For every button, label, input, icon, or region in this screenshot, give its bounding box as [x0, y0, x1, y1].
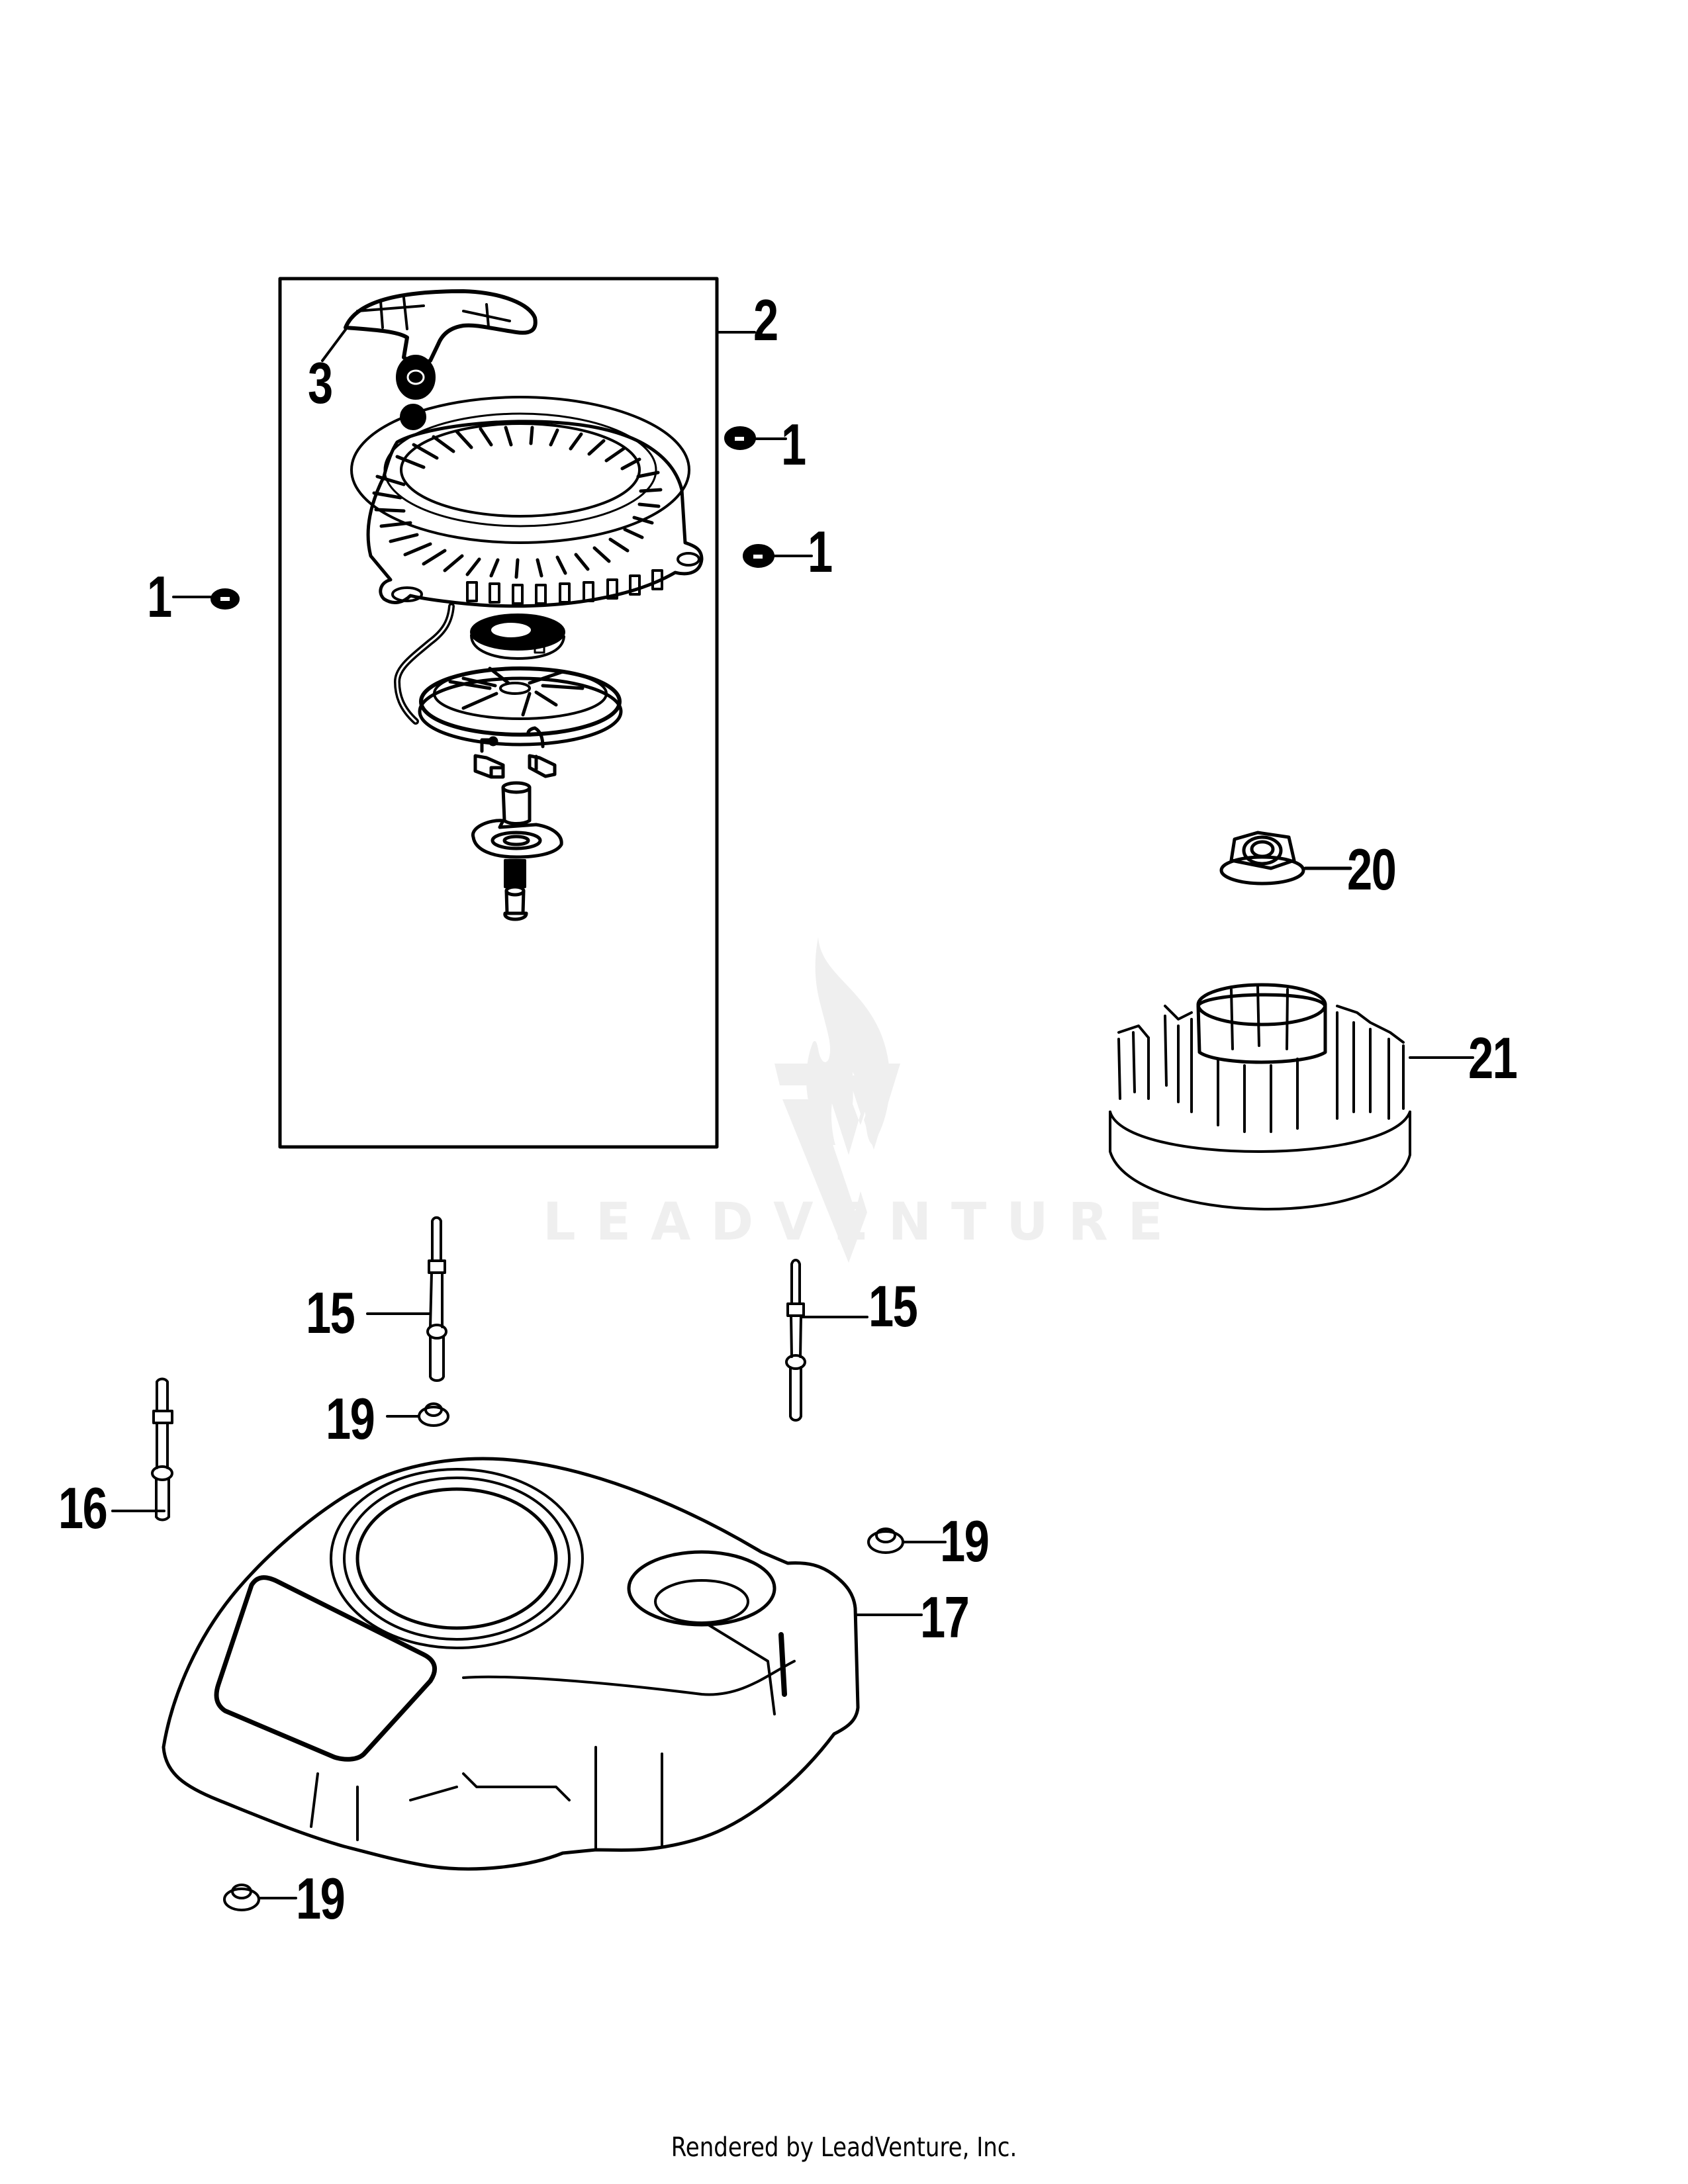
callout-label-15-right[interactable]: 15 — [868, 1273, 918, 1339]
nut-icon — [386, 1402, 449, 1427]
callout-label-19-bottom[interactable]: 19 — [296, 1866, 346, 1931]
stud-icon — [111, 1377, 173, 1522]
callout-label-19-right[interactable]: 19 — [940, 1508, 990, 1574]
callout-label-2[interactable]: 2 — [753, 287, 778, 353]
stud-icon — [366, 1216, 447, 1382]
pawl-icon — [473, 754, 557, 779]
stud-icon — [785, 1259, 868, 1422]
callout-label-19-top[interactable]: 19 — [326, 1386, 375, 1451]
callout-label-16[interactable]: 16 — [58, 1475, 108, 1541]
callout-label-1-upper[interactable]: 1 — [781, 412, 806, 477]
starter-pulley-icon — [418, 666, 623, 747]
callout-label-20[interactable]: 20 — [1347, 837, 1397, 902]
leader-line-3 — [321, 328, 347, 362]
flange-nut-icon — [724, 426, 787, 450]
nut-icon — [223, 1884, 297, 1911]
spacer-icon — [501, 781, 532, 825]
callout-label-1-lower[interactable]: 1 — [808, 519, 833, 584]
callout-label-3[interactable]: 3 — [308, 350, 333, 416]
recoil-spring-icon — [470, 614, 565, 660]
ratchet-plate-icon — [471, 819, 563, 859]
footer-credit: Rendered by LeadVenture, Inc. — [671, 2132, 1017, 2163]
flywheel-icon — [1109, 983, 1474, 1210]
callout-label-15-left[interactable]: 15 — [306, 1280, 355, 1345]
callout-label-1-left[interactable]: 1 — [147, 564, 172, 629]
watermark-text: LEADVENTURE — [543, 1193, 1183, 1252]
starter-housing-icon — [350, 396, 704, 608]
starter-handle-icon — [321, 289, 538, 430]
flange-nut-icon — [743, 544, 813, 568]
flywheel-nut-icon — [1219, 831, 1352, 886]
compression-spring-icon — [504, 859, 526, 888]
blower-housing-icon — [162, 1457, 923, 1871]
callout-label-21[interactable]: 21 — [1468, 1025, 1518, 1091]
nut-icon — [867, 1527, 947, 1554]
callout-label-17[interactable]: 17 — [920, 1584, 970, 1650]
assembly-box — [278, 277, 719, 1149]
flange-nut-icon — [172, 588, 240, 610]
pawl-spring-icon — [480, 726, 545, 753]
retaining-bolt-icon — [503, 885, 528, 921]
